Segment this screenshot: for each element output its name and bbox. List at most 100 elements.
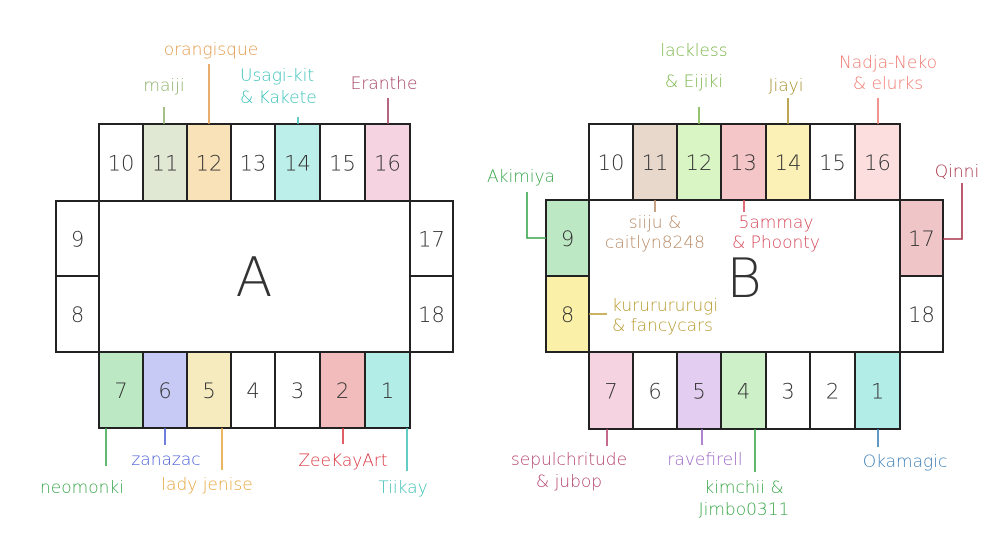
callout-line	[943, 183, 963, 240]
seat-b-3[interactable]: 3	[765, 351, 811, 430]
seat-a-17[interactable]: 17	[409, 200, 454, 277]
seat-number: 5	[692, 380, 705, 404]
seat-box[interactable]	[364, 351, 411, 429]
seat-box[interactable]	[55, 200, 100, 277]
artist-name: & Eijiki	[665, 72, 723, 92]
artist-name: ZeeKayArt	[298, 451, 387, 471]
table-letter: B	[726, 247, 761, 310]
seat-box[interactable]	[98, 351, 144, 429]
seat-number: 9	[561, 227, 574, 251]
seat-box[interactable]	[186, 123, 232, 202]
seat-b-14[interactable]: 14 Jiayi	[765, 76, 811, 201]
artist-name: Nadja-Neko	[839, 53, 937, 73]
seat-number: 4	[246, 379, 259, 403]
seat-b-12[interactable]: 12 lackless & Eijiki	[660, 41, 728, 201]
seat-box[interactable]	[854, 351, 901, 430]
seat-number: 17	[908, 227, 935, 251]
seat-number: 5	[202, 379, 215, 403]
seat-b-2[interactable]: 2	[809, 351, 856, 430]
seat-number: 3	[781, 380, 794, 404]
seat-box[interactable]	[545, 275, 590, 353]
seat-box[interactable]	[142, 123, 188, 202]
seat-b-6[interactable]: 6	[632, 351, 678, 430]
seat-number: 7	[604, 380, 617, 404]
seat-box[interactable]	[230, 123, 276, 202]
artist-name: lady jenise	[161, 475, 252, 495]
seat-box[interactable]	[765, 123, 811, 201]
artist-name: Eranthe	[351, 74, 418, 94]
artist-name: & fancycars	[612, 316, 713, 336]
seat-a-8[interactable]: 8	[55, 275, 100, 353]
table-letter: A	[236, 246, 273, 309]
seat-a-3[interactable]: 3	[274, 351, 321, 429]
seat-box[interactable]	[319, 123, 366, 202]
artist-name: & Phoonty	[732, 233, 820, 253]
seat-box[interactable]	[409, 200, 454, 277]
seat-number: 16	[864, 151, 891, 175]
artist-name: orangisque	[164, 40, 258, 60]
seat-box[interactable]	[809, 123, 856, 201]
seat-a-4[interactable]: 4	[230, 351, 276, 429]
seat-number: 18	[908, 303, 935, 327]
seat-number: 14	[775, 151, 802, 175]
artist-name: maiji	[143, 76, 184, 96]
seat-b-15[interactable]: 15	[809, 123, 856, 201]
artist-name: Okamagic	[863, 452, 948, 472]
seat-box[interactable]	[676, 123, 722, 201]
seat-b-18[interactable]: 18	[899, 275, 944, 353]
seat-box[interactable]	[274, 123, 321, 202]
seat-number: 15	[819, 151, 846, 175]
seat-number: 13	[730, 151, 757, 175]
seat-a-18[interactable]: 18	[409, 275, 454, 353]
seat-number: 18	[418, 303, 445, 327]
seat-number: 15	[329, 152, 356, 176]
seat-b-10[interactable]: 10	[588, 123, 634, 201]
artist-name: caitlyn8248	[605, 233, 705, 253]
seat-number: 16	[374, 152, 401, 176]
seat-number: 1	[381, 379, 394, 403]
seat-box[interactable]	[588, 351, 634, 430]
callout-line	[526, 192, 546, 239]
seat-box[interactable]	[230, 351, 276, 429]
seat-number: 10	[598, 151, 625, 175]
seat-number: 12	[196, 152, 223, 176]
artist-name: & jubop	[536, 472, 602, 492]
seat-box[interactable]	[854, 123, 901, 201]
seat-number: 2	[336, 379, 349, 403]
seat-box[interactable]	[720, 123, 767, 201]
seat-a-13[interactable]: 13	[230, 123, 276, 202]
seat-a-12[interactable]: 12 orangisque	[164, 40, 258, 202]
seat-number: 11	[642, 151, 669, 175]
artist-name: Tiikay	[378, 478, 427, 498]
seat-box[interactable]	[899, 199, 944, 277]
seat-box[interactable]	[899, 275, 944, 353]
seat-box[interactable]	[98, 123, 144, 202]
seat-box[interactable]	[809, 351, 856, 430]
seat-box[interactable]	[676, 351, 722, 430]
seat-box[interactable]	[765, 351, 811, 430]
seat-a-16[interactable]: 16 Eranthe	[351, 74, 418, 202]
seat-a-15[interactable]: 15	[319, 123, 366, 202]
artist-name: Jiayi	[769, 76, 804, 96]
seat-number: 12	[686, 151, 713, 175]
seat-box[interactable]	[409, 275, 454, 353]
artist-name: lackless	[660, 41, 727, 61]
seat-a-9[interactable]: 9	[55, 200, 100, 277]
seat-a-10[interactable]: 10	[98, 123, 144, 202]
artist-name: siiju &	[629, 213, 681, 233]
